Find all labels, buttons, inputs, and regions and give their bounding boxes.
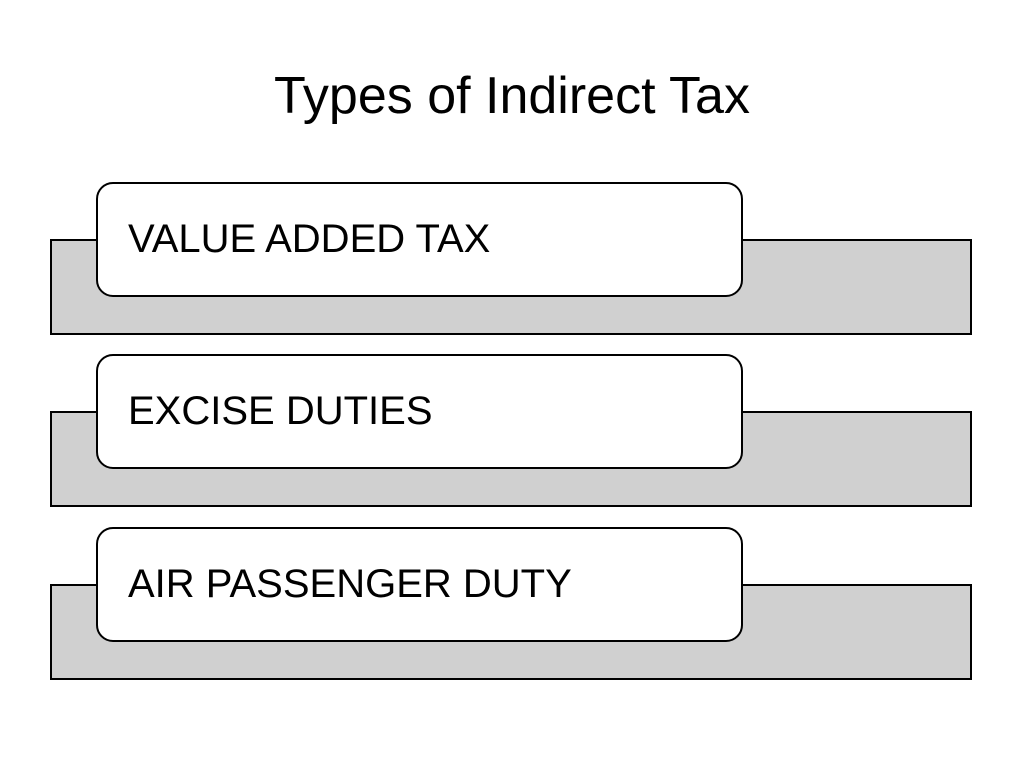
item-label-box: EXCISE DUTIES (96, 354, 743, 469)
item-label: EXCISE DUTIES (128, 389, 433, 433)
list-item-air-passenger-duty: AIR PASSENGER DUTY (0, 527, 1024, 687)
item-label: VALUE ADDED TAX (128, 217, 491, 261)
item-label: AIR PASSENGER DUTY (128, 562, 572, 606)
list-item-excise-duties: EXCISE DUTIES (0, 354, 1024, 514)
list-item-value-added-tax: VALUE ADDED TAX (0, 182, 1024, 342)
item-label-box: AIR PASSENGER DUTY (96, 527, 743, 642)
slide-title: Types of Indirect Tax (274, 67, 750, 125)
item-label-box: VALUE ADDED TAX (96, 182, 743, 297)
